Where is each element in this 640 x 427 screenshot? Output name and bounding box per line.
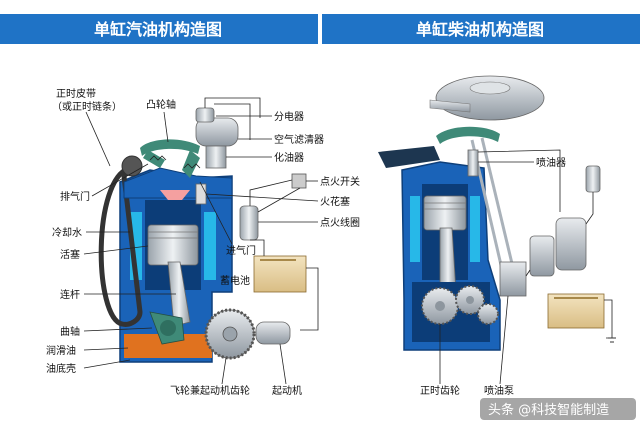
diesel-exhaust-pipe (378, 146, 440, 168)
label-carburetor: 化油器 (274, 151, 304, 164)
label-connecting-rod: 连杆 (60, 288, 80, 301)
label-crankshaft: 曲轴 (60, 325, 80, 338)
exhaust-valve-shape (143, 150, 165, 168)
diesel-piston-shape (423, 195, 467, 231)
diesel-rocker-arm (436, 126, 500, 144)
intake-valve-shape (182, 150, 200, 178)
distributor-shape (195, 107, 215, 123)
label-flywheel: 飞轮兼起动机齿轮 (170, 384, 250, 397)
label-intake-valve: 进气门 (226, 244, 256, 257)
label-lube-oil: 润滑油 (46, 344, 76, 357)
timing-belt-shape (98, 163, 143, 327)
label-starter: 起动机 (272, 384, 302, 397)
watermark: 头条 @科技智能制造 (480, 398, 636, 420)
spark-plug-shape (195, 183, 207, 205)
gasoline-labels: 正时皮带 （或正时链条） 凸轮轴 分电器 空气滤清器 化油器 点火开关 火花塞 … (46, 87, 360, 397)
label-injector: 喷油器 (536, 156, 566, 169)
diesel-coolant-left (410, 196, 420, 262)
ignition-switch-shape (291, 173, 307, 189)
connecting-rod-shape (167, 261, 191, 327)
diesel-injector-shape (467, 149, 479, 177)
diesel-labels: 喷油器 正时齿轮 喷油泵 (420, 156, 566, 397)
right-title-bar (322, 14, 640, 44)
starter-shape (255, 321, 291, 345)
diesel-injection-pump-shape (499, 261, 527, 297)
camshaft-shape (140, 139, 200, 156)
right-title: 单缸柴油机构造图 (416, 20, 544, 39)
label-timing-belt: 正时皮带 (56, 87, 96, 100)
battery-shape (253, 255, 307, 293)
label-ignition-switch: 点火开关 (320, 175, 360, 188)
watermark-text: 头条 @科技智能制造 (488, 402, 609, 418)
label-battery: 蓄电池 (220, 274, 250, 287)
label-coolant: 冷却水 (52, 226, 82, 239)
left-title: 单缸汽油机构造图 (94, 20, 222, 39)
diesel-fuel-filter (585, 165, 601, 193)
label-timing-gear: 正时齿轮 (420, 384, 460, 397)
label-piston: 活塞 (60, 248, 80, 261)
label-oil-pan: 油底壳 (46, 362, 76, 375)
piston-shape (147, 224, 199, 266)
diesel-coolant-right (470, 196, 480, 262)
gasoline-engine (98, 97, 319, 363)
label-air-filter: 空气滤清器 (274, 133, 324, 146)
label-distributor: 分电器 (274, 110, 304, 123)
label-exhaust-valve: 排气门 (60, 190, 90, 203)
diesel-battery-shape (547, 293, 605, 329)
coolant-jacket-right (204, 212, 216, 280)
label-injection-pump: 喷油泵 (484, 384, 514, 397)
label-ignition-coil: 点火线圈 (320, 216, 360, 229)
label-camshaft: 凸轮轴 (146, 98, 176, 111)
label-spark-plug: 火花塞 (320, 195, 350, 208)
diesel-engine (378, 75, 616, 351)
label-timing-chain: （或正时链条） (52, 100, 122, 113)
left-title-bar (0, 14, 318, 44)
carburetor-shape (205, 145, 227, 169)
diesel-timing-gear-3 (477, 303, 499, 325)
ignition-coil-shape (239, 205, 259, 241)
